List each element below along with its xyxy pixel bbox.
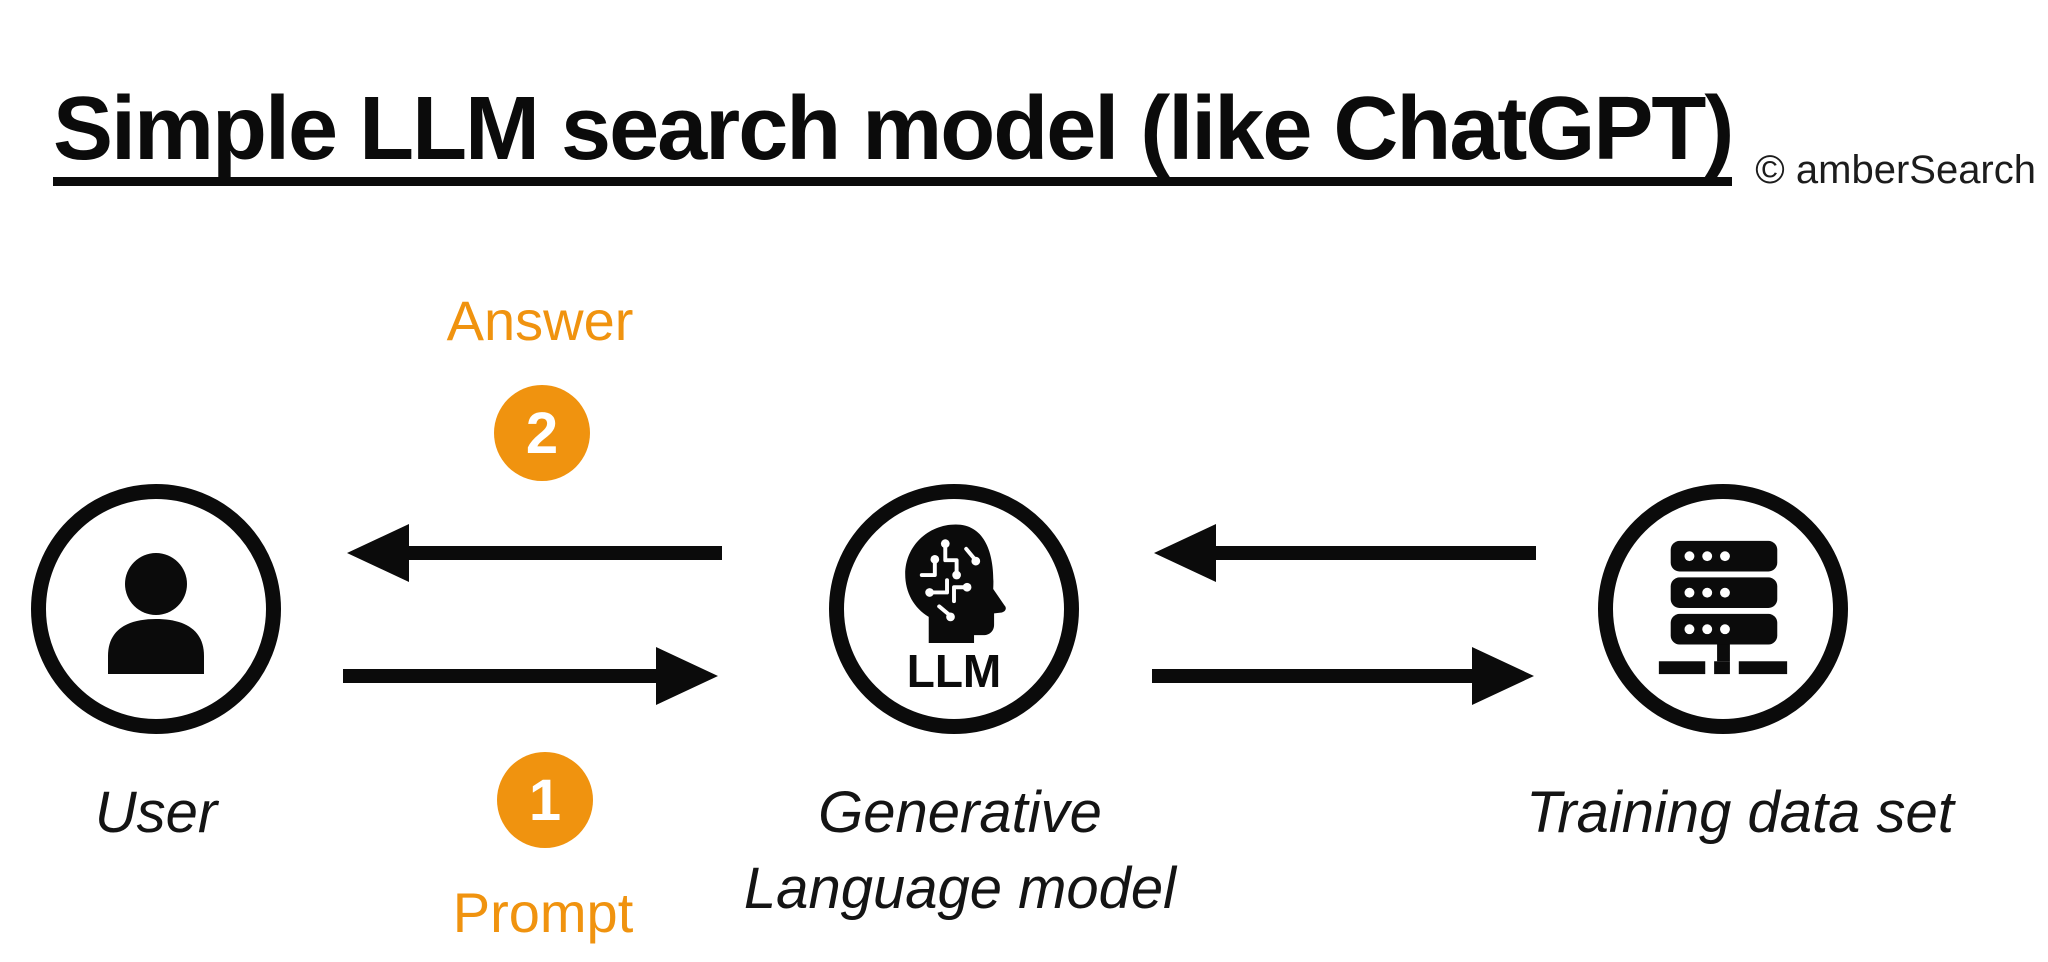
llm-icon-label: LLM <box>906 644 1002 697</box>
user-icon <box>81 532 231 687</box>
training-node-circle <box>1598 484 1848 734</box>
llm-node-circle: LLM <box>829 484 1079 734</box>
llm-node-label: Generative Language model <box>744 775 1176 927</box>
user-node-label: User <box>94 780 218 845</box>
answer-flow-label: Answer <box>446 289 634 352</box>
step-1-badge: 1 <box>497 752 593 848</box>
step-2-number: 2 <box>525 400 559 466</box>
step-1-number: 1 <box>528 767 562 833</box>
brain-circuit-icon <box>893 521 1015 650</box>
arrow-data-to-llm <box>1152 521 1536 585</box>
server-icon <box>1649 533 1797 686</box>
step-2-badge: 2 <box>494 385 590 481</box>
llm-node-label-line1: Generative <box>818 780 1102 845</box>
arrow-user-to-llm <box>343 644 720 708</box>
copyright-text: © amberSearch <box>1755 148 2036 192</box>
training-node-label: Training data set <box>1526 780 1954 845</box>
page-title: Simple LLM search model (like ChatGPT) <box>53 82 1734 186</box>
arrow-llm-to-data <box>1152 644 1536 708</box>
arrow-llm-to-user <box>345 521 722 585</box>
llm-node-label-line2: Language model <box>743 856 1177 921</box>
user-node-circle <box>31 484 281 734</box>
prompt-flow-label: Prompt <box>452 881 634 944</box>
